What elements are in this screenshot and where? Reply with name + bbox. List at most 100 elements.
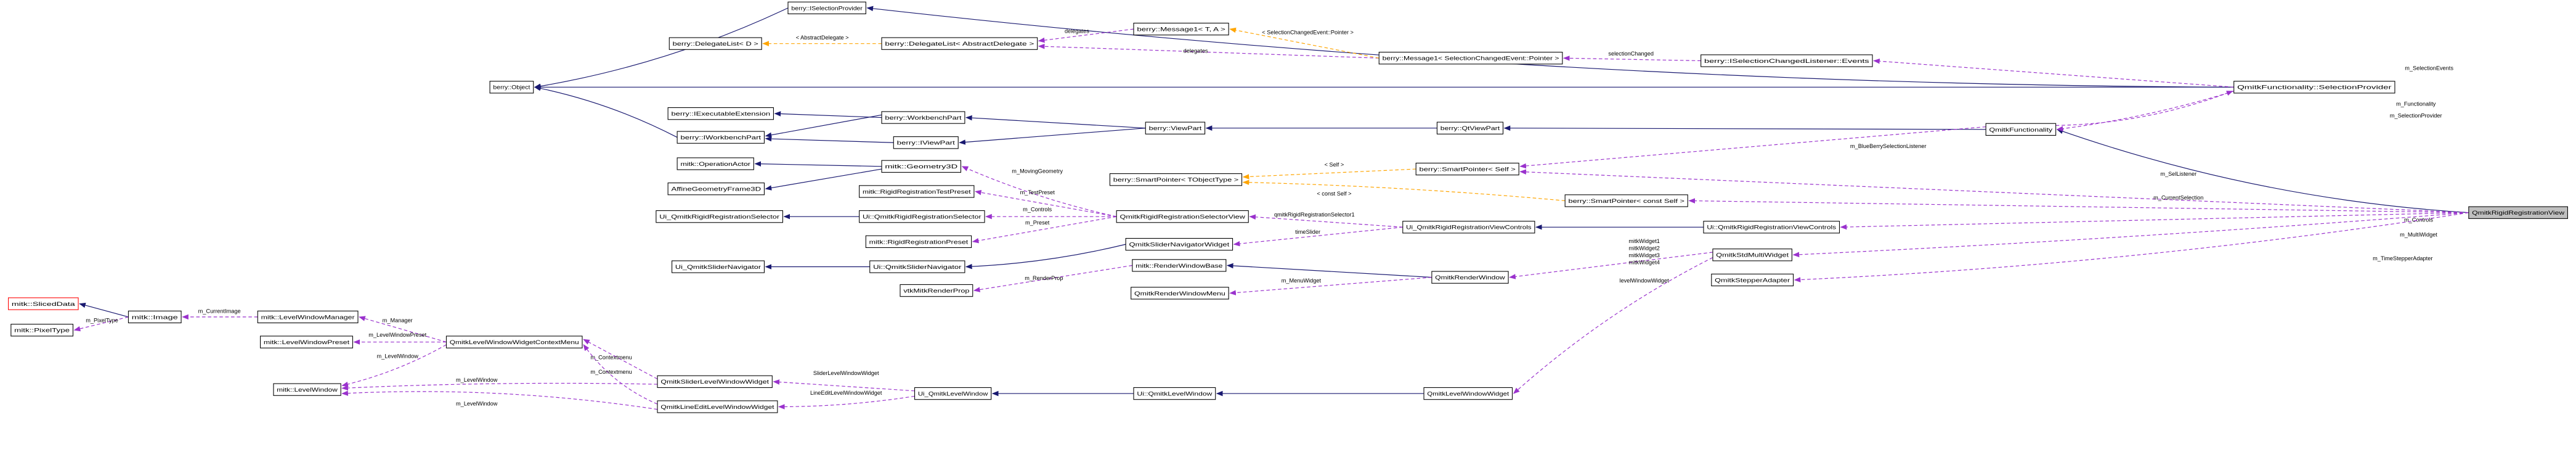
class-node-wp[interactable]: berry::WorkbenchPart	[881, 111, 965, 124]
edge-line	[961, 166, 1117, 217]
class-node-rwb[interactable]: mitk::RenderWindowBase	[1132, 259, 1227, 272]
class-box	[667, 183, 765, 196]
class-node-spconst[interactable]: berry::SmartPointer< const Self >	[1564, 194, 1688, 207]
class-label: mitk::RigidRegistrationPreset	[869, 238, 969, 245]
class-node-agf[interactable]: AffineGeometryFrame3D	[667, 183, 765, 196]
class-label: mitk::LevelWindow	[277, 386, 338, 393]
class-label: berry::SmartPointer< Self >	[1420, 165, 1516, 172]
class-node-ui_lw[interactable]: Ui_QmitkLevelWindow	[914, 387, 992, 400]
edge-line	[341, 382, 658, 391]
class-box	[1132, 259, 1227, 272]
edge-line	[1794, 212, 2469, 282]
class-node-iwp[interactable]: berry::IWorkbenchPart	[677, 131, 765, 144]
class-node-spself[interactable]: berry::SmartPointer< Self >	[1415, 162, 1519, 176]
class-box	[489, 81, 534, 94]
class-node-ivp[interactable]: berry::IViewPart	[893, 136, 959, 149]
edge-label: m_TestPreset	[1020, 189, 1055, 196]
edge-label: < const Self >	[1317, 191, 1351, 197]
edge-line	[2056, 128, 2469, 213]
class-node-ui_s[interactable]: Ui_QmitkRigidRegistrationSelector	[656, 210, 783, 223]
edge-line	[765, 136, 894, 143]
class-node-events[interactable]: berry::ISelectionChangedListener::Events	[1700, 54, 1873, 67]
edge-usage-lwm-to-image: m_CurrentImage	[182, 308, 258, 320]
class-node-image[interactable]: mitk::Image	[128, 310, 182, 324]
class-node-uivc[interactable]: Ui::QmitkRigidRegistrationViewControls	[1703, 221, 1840, 234]
edge-usage-ui_lw-to-slw: SliderLevelWindowWidget	[773, 370, 915, 392]
edge-usage-smw-to-lww: levelWindowWidget	[1513, 257, 1713, 394]
class-label: berry::ViewPart	[1149, 125, 1202, 131]
class-node-dlad[interactable]: berry::DelegateList< AbstractDelegate >	[881, 37, 1038, 50]
edge-inheritance-rw-to-rwb	[1226, 263, 1432, 278]
class-node-qvp[interactable]: berry::QtViewPart	[1436, 122, 1504, 134]
class-node-sliced[interactable]: mitk::SlicedData	[8, 297, 79, 310]
edge-template-dlad-to-dld: < AbstractDelegate >	[762, 35, 882, 46]
edge-label: m_MenuWidget	[1282, 278, 1322, 284]
class-label: QmitkStdMultiWidget	[1716, 252, 1789, 258]
class-node-uisn[interactable]: Ui::QmitkSliderNavigator	[869, 260, 965, 273]
class-node-tp[interactable]: mitk::RigidRegistrationTestPreset	[859, 185, 975, 198]
class-node-rrv[interactable]: QmitkRigidRegistrationView	[2468, 206, 2568, 219]
edge-usage-rrv-to-uivc: m_Controls	[1840, 212, 2469, 230]
class-node-lww[interactable]: QmitkLevelWindowWidget	[1423, 387, 1513, 400]
class-node-smw[interactable]: QmitkStdMultiWidget	[1712, 249, 1792, 262]
class-node-lwm[interactable]: mitk::LevelWindowManager	[257, 310, 359, 324]
class-node-m1sce[interactable]: berry::Message1< SelectionChangedEvent::…	[1378, 52, 1563, 65]
class-node-g3d[interactable]: mitk::Geometry3D	[881, 160, 962, 173]
edge-label: m_Functionality	[2396, 101, 2436, 107]
edge-line	[341, 344, 447, 387]
class-node-rp[interactable]: mitk::RigidRegistrationPreset	[865, 235, 972, 249]
class-node-lelw[interactable]: QmitkLineEditLevelWindowWidget	[657, 400, 778, 413]
edge-template-spconst-to-spt: < const Self >	[1242, 179, 1566, 202]
class-node-vp[interactable]: berry::ViewPart	[1145, 122, 1206, 134]
class-label: mitk::SlicedData	[12, 300, 76, 307]
class-label: mitk::RenderWindowBase	[1136, 262, 1222, 269]
edge-usage-sv-to-tp: m_TestPreset	[974, 189, 1117, 217]
class-label: QmitkFunctionality	[1989, 126, 2053, 133]
class-node-qf[interactable]: QmitkFunctionality	[1985, 123, 2057, 136]
edge-inheritance-sp-to-isp	[866, 6, 2234, 88]
edge-label: m_LevelWindow	[456, 400, 498, 406]
class-node-rw[interactable]: QmitkRenderWindow	[1431, 271, 1509, 284]
edge-usage-rrv-to-smw: m_MultiWidget	[1792, 212, 2469, 258]
class-node-iee[interactable]: berry::IExecutableExtension	[667, 107, 774, 120]
edge-inheritance-snw-to-uisn	[965, 244, 1126, 270]
class-node-uis[interactable]: Ui::QmitkRigidRegistrationSelector	[859, 210, 985, 223]
class-node-cm[interactable]: QmitkLevelWindowWidgetContextMenu	[445, 336, 583, 348]
class-node-pt[interactable]: mitk::PixelType	[10, 324, 74, 337]
class-box	[273, 383, 341, 396]
class-node-vtk[interactable]: vtkMitkRenderProp	[900, 284, 973, 297]
class-label: Ui_QmitkSliderNavigator	[675, 263, 761, 270]
edge-line	[1038, 28, 1134, 43]
class-box	[1703, 221, 1840, 234]
class-node-ui_vc[interactable]: Ui_QmitkRigidRegistrationViewControls	[1402, 221, 1535, 234]
edge-inheritance-wp-to-iwp	[765, 114, 882, 138]
edge-line	[965, 244, 1126, 270]
class-node-sv[interactable]: QmitkRigidRegistrationSelectorView	[1116, 210, 1249, 223]
class-node-lwp[interactable]: mitk::LevelWindowPreset	[259, 336, 353, 348]
class-node-uilw[interactable]: Ui::QmitkLevelWindow	[1133, 387, 1216, 400]
edge-usage-cm-to-lw: m_LevelWindow	[341, 344, 447, 387]
class-node-oa[interactable]: mitk::OperationActor	[677, 157, 754, 170]
class-node-rwm[interactable]: QmitkRenderWindowMenu	[1131, 287, 1229, 300]
class-node-lw[interactable]: mitk::LevelWindow	[273, 383, 341, 396]
class-node-snw[interactable]: QmitkSliderNavigatorWidget	[1125, 237, 1233, 251]
class-label: berry::SmartPointer< TObjectType >	[1113, 176, 1239, 183]
edge-label: m_SelListener	[2160, 171, 2196, 177]
class-node-m1ta[interactable]: berry::Message1< T, A >	[1133, 22, 1229, 36]
edge-line	[773, 379, 915, 392]
class-node-slw[interactable]: QmitkSliderLevelWindowWidget	[657, 375, 773, 388]
edge-label: m_Contextmenu	[590, 354, 632, 360]
edge-inheritance-wp-to-iee	[774, 111, 882, 118]
class-node-sp[interactable]: QmitkFunctionality::SelectionProvider	[2233, 81, 2395, 94]
class-node-step[interactable]: QmitkStepperAdapter	[1711, 273, 1794, 287]
class-node-spt[interactable]: berry::SmartPointer< TObjectType >	[1109, 173, 1243, 186]
class-node-isp[interactable]: berry::ISelectionProvider	[787, 1, 866, 15]
edge-line	[1792, 212, 2469, 258]
class-node-ui_sn[interactable]: Ui_QmitkSliderNavigator	[672, 260, 765, 273]
edge-line	[1873, 58, 2234, 88]
class-node-object[interactable]: berry::Object	[489, 81, 534, 94]
class-box	[1436, 122, 1504, 134]
class-node-dld[interactable]: berry::DelegateList< D >	[668, 37, 762, 50]
class-box	[667, 107, 774, 120]
